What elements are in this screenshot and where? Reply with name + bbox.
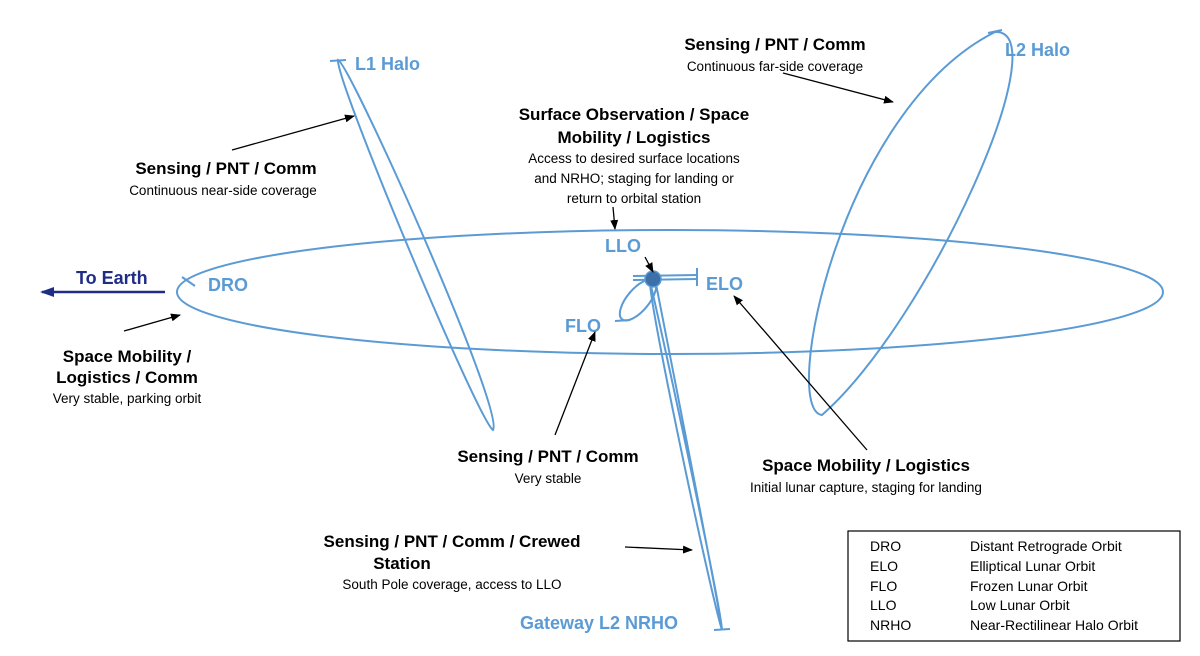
elo-annotation-title: Space Mobility / Logistics xyxy=(762,456,970,475)
l1-halo-label: L1 Halo xyxy=(355,54,420,74)
nrho-annotation-desc: South Pole coverage, access to LLO xyxy=(342,577,561,592)
l2-halo-orbit xyxy=(807,30,1014,417)
legend-abbr: ELO xyxy=(870,558,898,574)
l2-annotation-desc: Continuous far-side coverage xyxy=(687,59,863,74)
llo-annotation-title-2: Mobility / Logistics xyxy=(557,128,710,147)
dro-label: DRO xyxy=(208,275,248,295)
legend-name: Frozen Lunar Orbit xyxy=(970,578,1088,594)
nrho-annotation-title-1: Sensing / PNT / Comm / Crewed xyxy=(324,532,581,551)
l1-halo-orbit xyxy=(336,58,495,432)
legend-name: Distant Retrograde Orbit xyxy=(970,538,1122,554)
dro-annotation-title-1: Space Mobility / xyxy=(63,347,192,366)
elo-label: ELO xyxy=(706,274,743,294)
dro-tick xyxy=(181,276,196,287)
nrho-annotation-arrow xyxy=(624,545,693,554)
nrho-annotation-title-2: Station xyxy=(373,554,431,573)
l1-annotation-arrow xyxy=(231,114,355,151)
l1-tick xyxy=(329,59,347,62)
llo-annotation-title-1: Surface Observation / Space xyxy=(519,105,750,124)
dro-annotation-arrow xyxy=(123,313,181,332)
legend-name: Near-Rectilinear Halo Orbit xyxy=(970,617,1138,633)
llo-annotation-desc-3: return to orbital station xyxy=(567,191,701,206)
llo-label: LLO xyxy=(605,236,641,256)
flo-annotation-desc: Very stable xyxy=(515,471,582,486)
l2-annotation-title: Sensing / PNT / Comm xyxy=(684,35,865,54)
l1-annotation-desc: Continuous near-side coverage xyxy=(129,183,317,198)
llo-annotation-desc-1: Access to desired surface locations xyxy=(528,151,740,166)
nrho-orbit xyxy=(649,281,723,631)
dro-annotation-title-2: Logistics / Comm xyxy=(56,368,198,387)
nrho-label: Gateway L2 NRHO xyxy=(520,613,678,633)
nrho-tick xyxy=(713,628,731,631)
l2-tick xyxy=(987,29,1003,34)
dro-annotation-desc: Very stable, parking orbit xyxy=(53,391,202,406)
to-earth-label: To Earth xyxy=(76,268,148,288)
llo-annotation-desc-2: and NRHO; staging for landing or xyxy=(534,171,734,186)
moon-icon xyxy=(644,270,662,288)
dro-orbit xyxy=(176,229,1164,355)
l1-annotation-title: Sensing / PNT / Comm xyxy=(135,159,316,178)
flo-annotation-title: Sensing / PNT / Comm xyxy=(457,447,638,466)
flo-label: FLO xyxy=(565,316,601,336)
surface-annotation-arrow xyxy=(610,206,619,230)
legend-abbr: LLO xyxy=(870,597,897,613)
l2-halo-label: L2 Halo xyxy=(1005,40,1070,60)
llo-arrow xyxy=(644,256,654,273)
flo-annotation-arrow xyxy=(554,331,596,436)
legend-name: Elliptical Lunar Orbit xyxy=(970,558,1095,574)
legend-name: Low Lunar Orbit xyxy=(970,597,1070,613)
elo-orbit xyxy=(632,274,698,281)
elo-annotation-arrow xyxy=(733,295,868,451)
legend-abbr: FLO xyxy=(870,578,897,594)
legend: DRO Distant Retrograde Orbit ELO Ellipti… xyxy=(847,530,1181,642)
legend-abbr: NRHO xyxy=(870,617,911,633)
legend-abbr: DRO xyxy=(870,538,901,554)
l2-annotation-arrow xyxy=(782,72,894,104)
flo-tick xyxy=(614,319,631,322)
elo-annotation-desc: Initial lunar capture, staging for landi… xyxy=(750,480,982,495)
